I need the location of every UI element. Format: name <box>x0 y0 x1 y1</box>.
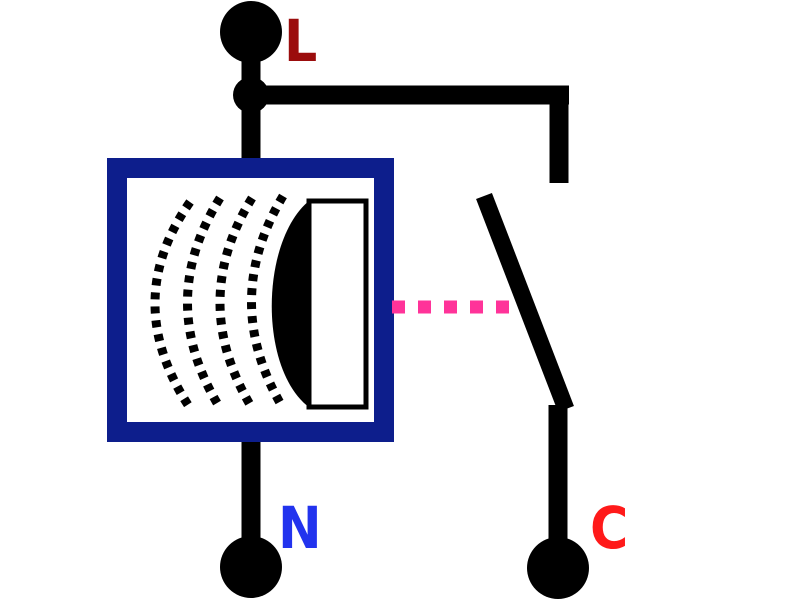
wave-1 <box>150 199 194 411</box>
sensor-device <box>107 158 394 442</box>
terminal-label-live: L <box>284 7 317 75</box>
open-switch-contact-icon <box>476 192 574 413</box>
wave-4 <box>247 193 287 411</box>
wave-2 <box>183 195 224 411</box>
terminal-label-common: C <box>590 494 628 562</box>
terminal-label-neutral: N <box>278 494 322 562</box>
junction-node <box>233 77 269 113</box>
sensor-plate <box>306 198 369 410</box>
terminal-live <box>220 1 282 63</box>
sensor-lens <box>271 200 310 408</box>
sensor-with-waves-icon <box>150 193 287 411</box>
terminal-neutral <box>220 536 282 598</box>
wave-3 <box>215 195 256 411</box>
terminal-common <box>527 537 589 599</box>
